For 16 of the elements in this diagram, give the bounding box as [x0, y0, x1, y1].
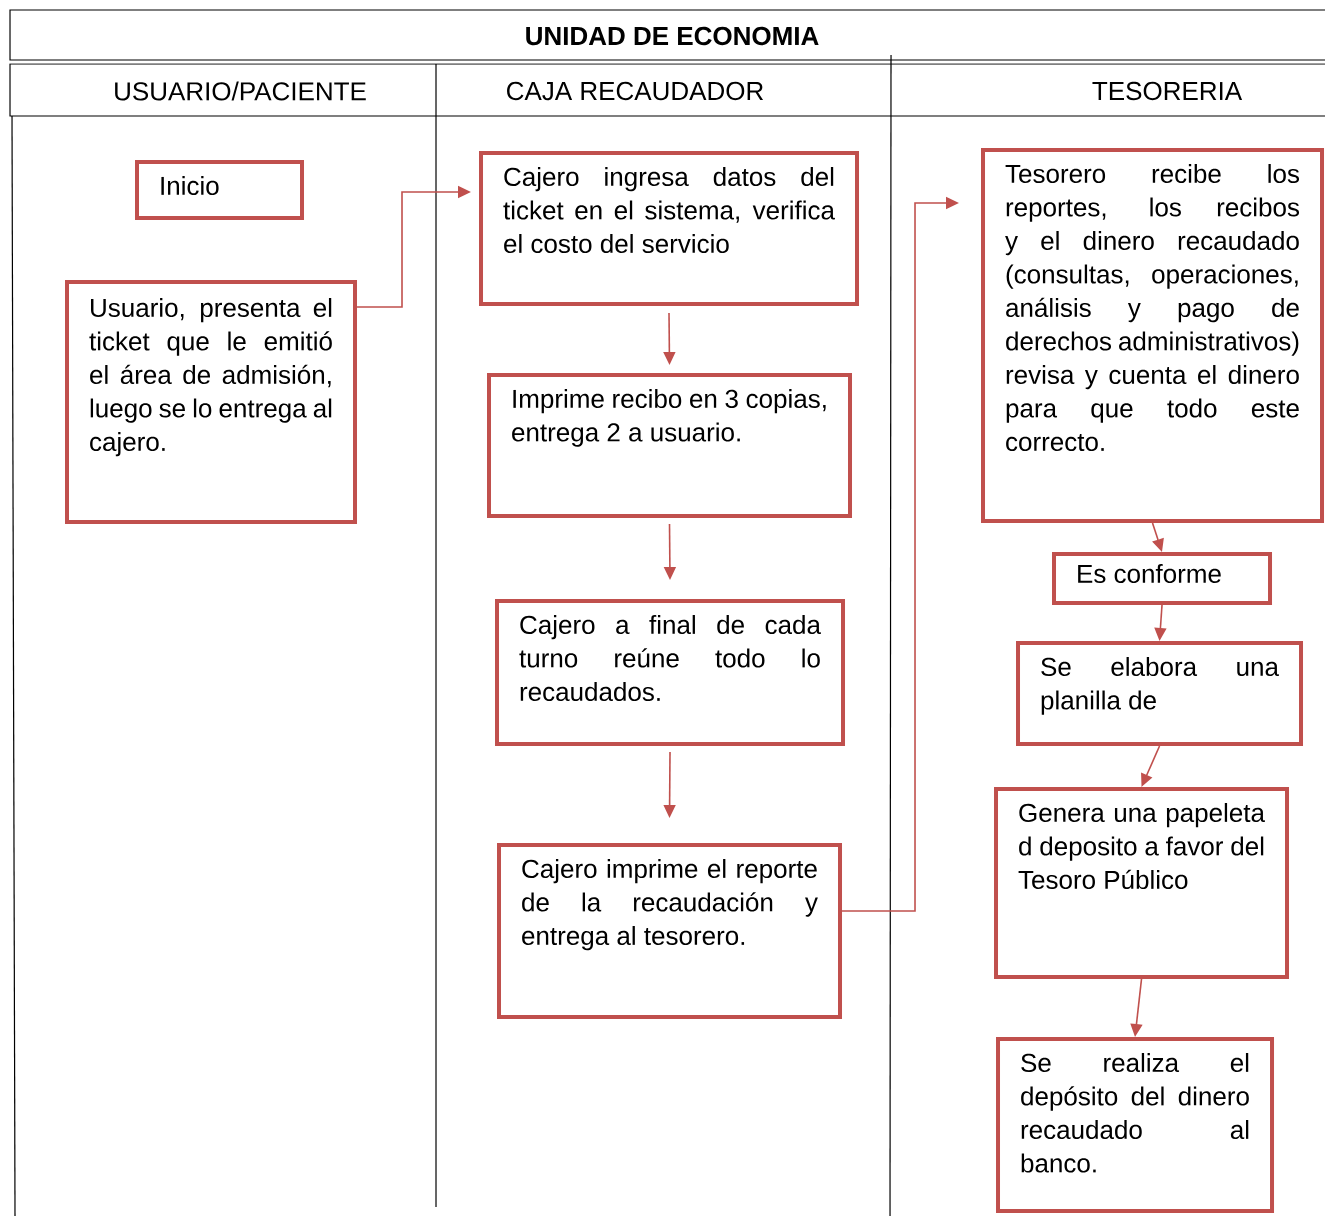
process-box: Genera una papeleta d deposito a favor del Tesoro Público	[994, 787, 1289, 979]
process-box: Se elabora una planilla de	[1016, 641, 1303, 746]
process-box: Se realiza el depósito del dinero recaudado al banco.	[996, 1037, 1274, 1213]
lane-header: USUARIO/PACIENTE	[115, 81, 366, 101]
process-box: Tesorero recibe los reportes, los recibos y el dinero recaudado (consultas, operaciones, análisis y pago de derechos administrativos) revisa y cuenta el dinero para que todo este correcto.	[981, 148, 1324, 523]
process-box: Cajero imprime el reporte de la recaudación y entrega al tesorero.	[497, 843, 842, 1019]
arrow	[1141, 745, 1161, 787]
process-box: Inicio	[135, 160, 304, 220]
process-box: Usuario, presenta el ticket que le emitió el área de admisión, luego se lo entrega al cajero.	[65, 280, 357, 524]
lane-header: CAJA RECAUDADOR	[507, 81, 764, 101]
process-box: Cajero ingresa datos del ticket en el sistema, verifica el costo del servicio	[479, 151, 859, 306]
lane-header: TESORERIA	[1092, 81, 1243, 101]
process-box: Imprime recibo en 3 copias, entrega 2 a usuario.	[487, 373, 852, 518]
process-box: Cajero a final de cada turno reúne todo lo recaudados.	[495, 599, 845, 746]
title: UNIDAD DE ECONOMIA	[526, 26, 819, 46]
process-box: Es conforme	[1052, 552, 1272, 605]
